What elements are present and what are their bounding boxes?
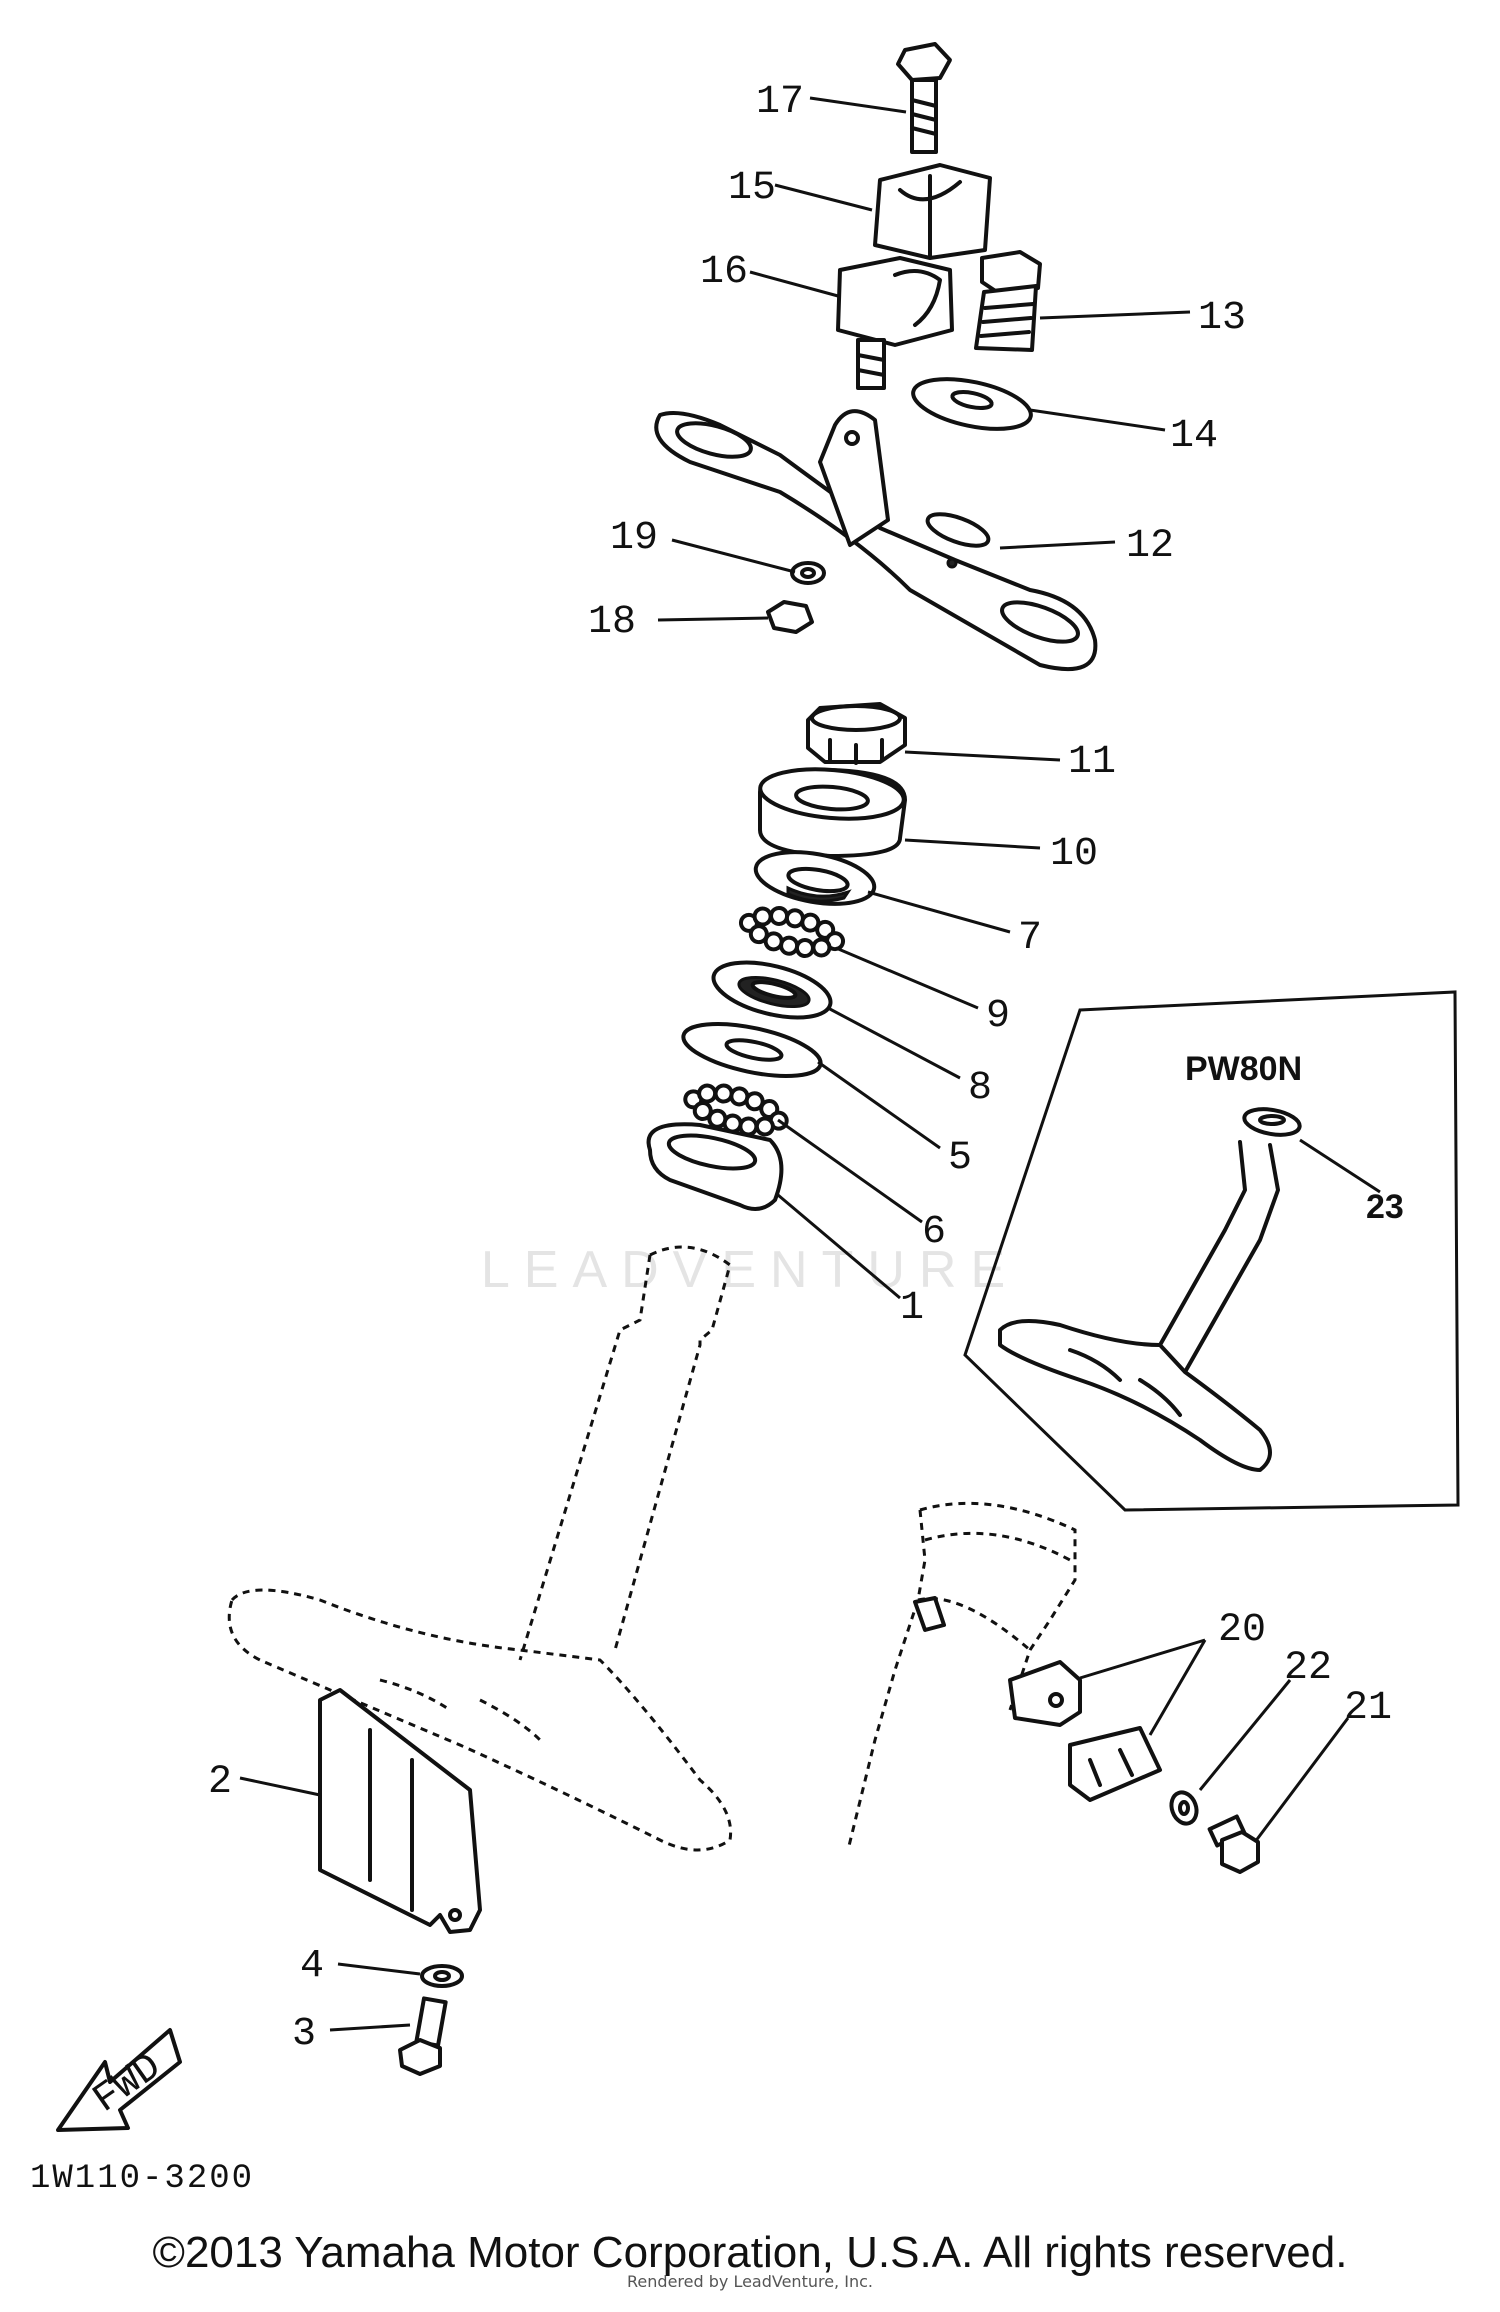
part-13-bolt[interactable] [974,250,1042,352]
inset-title: PW80N [1185,1050,1302,1088]
fwd-arrow: FWD [56,2028,182,2132]
callout-19[interactable]: 19 [610,516,658,561]
callout-23[interactable]: 23 [1366,1188,1404,1226]
callout-3[interactable]: 3 [292,2012,316,2057]
lower-bracket-steering-stem[interactable] [227,1245,733,1852]
callout-12[interactable]: 12 [1126,524,1174,569]
part-10-cover[interactable] [758,764,907,858]
callout-4[interactable]: 4 [300,1944,324,1989]
part-5-washer[interactable] [679,1014,825,1086]
part-21-bolt[interactable] [1207,1814,1260,1874]
part-22-washer[interactable] [1167,1789,1200,1827]
part-9-ball-bearing[interactable] [737,900,848,965]
part-11-ring-nut[interactable] [806,702,907,765]
callout-5[interactable]: 5 [948,1136,972,1181]
callout-22[interactable]: 22 [1284,1646,1332,1691]
callout-7[interactable]: 7 [1018,916,1042,961]
part-17-bolt[interactable] [896,42,952,154]
part-19-lock-washer[interactable] [790,561,826,585]
front-fork[interactable] [846,1501,1077,1851]
callout-6[interactable]: 6 [922,1210,946,1255]
part-12-upper-bracket[interactable] [654,409,1098,672]
callout-10[interactable]: 10 [1050,832,1098,877]
leader-lines [239,96,1381,2032]
watermark: LEADVENTURE [480,1241,1020,1299]
callout-17[interactable]: 17 [756,80,804,125]
callout-16[interactable]: 16 [700,250,748,295]
callout-11[interactable]: 11 [1068,740,1116,785]
callout-18[interactable]: 18 [588,600,636,645]
part-14-washer[interactable] [909,370,1036,438]
callout-labels: 17 15 16 13 14 12 19 18 11 10 7 9 8 5 6 … [208,80,1404,2057]
callout-21[interactable]: 21 [1344,1686,1392,1731]
part-8-race[interactable] [708,952,836,1028]
part-15-upper-holder[interactable] [873,163,992,260]
callout-9[interactable]: 9 [986,994,1010,1039]
callout-14[interactable]: 14 [1170,414,1218,459]
diagram-code: 1W110-3200 [30,2160,255,2198]
inset-stem[interactable] [998,1105,1302,1472]
callout-8[interactable]: 8 [968,1066,992,1111]
callout-2[interactable]: 2 [208,1760,232,1805]
part-7-upper-race[interactable] [752,844,879,912]
part-16-lower-holder[interactable] [836,256,954,390]
callout-20[interactable]: 20 [1218,1608,1266,1653]
part-3-bolt[interactable] [398,1996,448,2076]
rendered-by-notice: Rendered by LeadVenture, Inc. [627,2272,873,2291]
callout-13[interactable]: 13 [1198,296,1246,341]
part-4-lock-washer[interactable] [420,1964,464,1988]
inset-pw80n: PW80N [963,990,1460,1512]
part-20-clamp[interactable] [913,1596,1162,1802]
part-1-lower-race[interactable] [646,1122,784,1211]
callout-1[interactable]: 1 [900,1286,924,1331]
part-2-guide[interactable] [318,1688,482,1934]
callout-15[interactable]: 15 [728,166,776,211]
part-18-nut[interactable] [766,600,814,634]
copyright-notice: ©2013 Yamaha Motor Corporation, U.S.A. A… [152,2228,1348,2277]
